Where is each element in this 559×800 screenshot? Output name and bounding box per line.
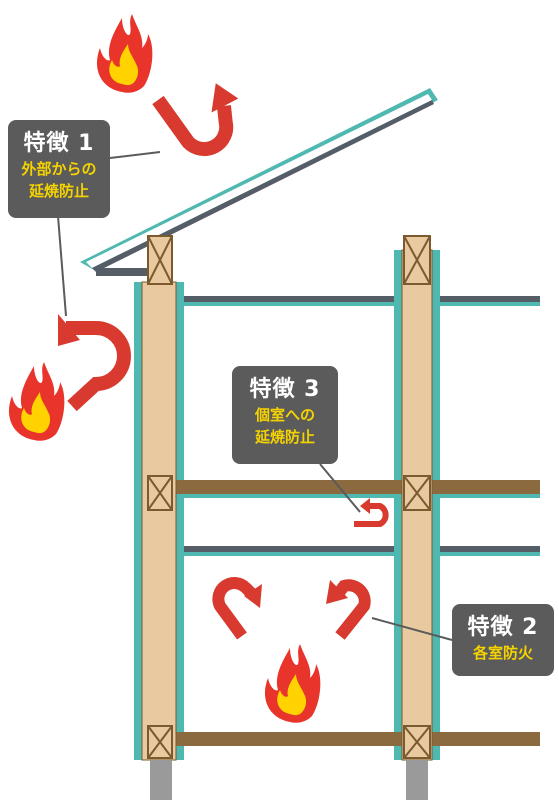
leader-lines [57, 151, 453, 641]
feature-1-title: 特徴 1 [23, 131, 95, 156]
feature-1-label: 特徴 1 外部からの 延焼防止 [8, 120, 110, 218]
u-turn-arrow-icon [354, 498, 389, 527]
feature-3-line2: 延焼防止 [254, 428, 315, 446]
u-turn-arrow-icon [212, 577, 262, 640]
u-turn-arrow-icon [58, 314, 131, 412]
feature-3-title: 特徴 3 [249, 377, 321, 402]
ceiling-panels [184, 296, 540, 556]
right-post [401, 235, 433, 800]
feature-2-line1: 各室防火 [472, 644, 533, 662]
inner-wall-boards [394, 250, 440, 760]
roof [80, 88, 438, 276]
feature-2-title: 特徴 2 [467, 615, 539, 640]
flame-icon [264, 644, 321, 723]
flame-icon [8, 362, 65, 441]
u-turn-arrow-icon [152, 83, 239, 157]
feature-1-line1: 外部からの [21, 160, 97, 178]
left-post [141, 235, 177, 800]
u-turn-arrow-icon [326, 579, 371, 640]
floor-beams [176, 480, 540, 746]
feature-1-line2: 延焼防止 [28, 182, 89, 200]
feature-3-label: 特徴 3 個室への 延焼防止 [232, 366, 338, 464]
feature-2-label: 特徴 2 各室防火 [452, 604, 554, 676]
outer-wall-boards [134, 282, 184, 760]
feature-3-line1: 個室への [254, 406, 315, 424]
flame-icon [96, 14, 153, 93]
